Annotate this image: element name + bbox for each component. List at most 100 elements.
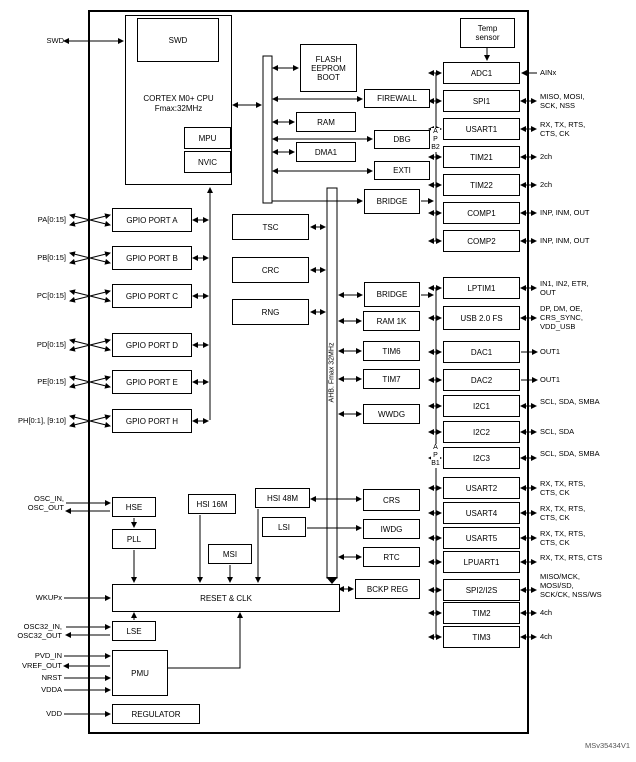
pin-i2c2: SCL, SDA bbox=[540, 427, 575, 436]
pin-vdda: VDDA bbox=[41, 685, 62, 694]
apb2-connections bbox=[421, 70, 537, 244]
mpu-block: MPU bbox=[184, 127, 231, 149]
tsc-block: TSC bbox=[232, 214, 309, 240]
pin-port-d: PD[0:15] bbox=[36, 340, 66, 349]
usart4-block: USART4 bbox=[443, 502, 520, 524]
lsi-block: LSI bbox=[262, 517, 306, 537]
pin-port-b: PB[0:15] bbox=[37, 253, 66, 262]
pin-spi2-i2s: MISO/MCK, MOSI/SD, SCK/CK, NSS/WS bbox=[540, 572, 602, 599]
wwdg-block: WWDG bbox=[363, 404, 420, 424]
reset-clk-block: RESET & CLK bbox=[112, 584, 340, 612]
pin-usart5: RX, TX, RTS, CTS, CK bbox=[540, 529, 586, 547]
apb1-bus-label: APB1 bbox=[431, 444, 440, 468]
ahb-connections bbox=[310, 224, 363, 592]
tim7-block: TIM7 bbox=[363, 369, 420, 389]
pin-lpuart1: RX, TX, RTS, CTS bbox=[540, 553, 603, 562]
gpio-port-e-block: GPIO PORT E bbox=[112, 370, 192, 394]
chip-boundary bbox=[88, 10, 529, 734]
pin-adc1: AINx bbox=[540, 68, 557, 77]
pin-dac2: OUT1 bbox=[540, 375, 561, 384]
gpio-port-c-block: GPIO PORT C bbox=[112, 284, 192, 308]
cpu-title-text: CORTEX M0+ CPU bbox=[143, 94, 214, 103]
tim3-block: TIM3 bbox=[443, 626, 520, 648]
exti-block: EXTI bbox=[374, 161, 430, 180]
crs-block: CRS bbox=[363, 489, 420, 511]
clock-power-connections bbox=[63, 496, 362, 717]
regulator-block: REGULATOR bbox=[112, 704, 200, 724]
core-connections bbox=[63, 38, 490, 204]
ram-block: RAM bbox=[296, 112, 356, 132]
pin-dac1: OUT1 bbox=[540, 347, 561, 356]
tim6-block: TIM6 bbox=[363, 341, 420, 361]
hse-block: HSE bbox=[112, 497, 156, 517]
pll-block: PLL bbox=[112, 529, 156, 549]
cpu-label: CORTEX M0+ CPU Fmax:32MHz bbox=[127, 94, 230, 114]
usb-block: USB 2.0 FS bbox=[443, 306, 520, 330]
usart1-block: USART1 bbox=[443, 118, 520, 140]
i2c1-block: I2C1 bbox=[443, 395, 520, 417]
cpu-fmax-text: Fmax:32MHz bbox=[154, 104, 203, 113]
pin-usb: DP, DM, OE, CRS_SYNC, VDD_USB bbox=[540, 304, 583, 331]
dac1-block: DAC1 bbox=[443, 341, 520, 363]
figure-reference: MSv35434V1 bbox=[584, 741, 630, 750]
spi1-block: SPI1 bbox=[443, 90, 520, 112]
pin-osc: OSC_IN, OSC_OUT bbox=[27, 494, 64, 512]
dma1-block: DMA1 bbox=[296, 142, 356, 162]
pin-port-h: PH[0:1], [9:10] bbox=[18, 416, 66, 425]
hsi48-block: HSI 48M bbox=[255, 488, 310, 508]
pin-usart1: RX, TX, RTS, CTS, CK bbox=[540, 120, 586, 138]
pin-tim2: 4ch bbox=[540, 608, 553, 617]
pin-osc32: OSC32_IN, OSC32_OUT bbox=[17, 622, 62, 640]
pin-pvd: PVD_IN bbox=[34, 651, 62, 660]
temp-sensor-block: Temp sensor bbox=[460, 18, 515, 48]
hsi16-block: HSI 16M bbox=[188, 494, 236, 514]
rng-block: RNG bbox=[232, 299, 309, 325]
tim2-block: TIM2 bbox=[443, 602, 520, 624]
gpio-port-h-block: GPIO PORT H bbox=[112, 409, 192, 433]
pin-i2c1: SCL, SDA, SMBA bbox=[540, 397, 600, 406]
pin-lptim1: IN1, IN2, ETR, OUT bbox=[540, 279, 589, 297]
flash-block: FLASH EEPROM BOOT bbox=[300, 44, 357, 92]
dbg-block: DBG bbox=[374, 130, 430, 149]
pin-wkup: WKUPx bbox=[35, 593, 62, 602]
pmu-block: PMU bbox=[112, 650, 168, 696]
pin-tim22: 2ch bbox=[540, 180, 553, 189]
bckp-reg-block: BCKP REG bbox=[355, 579, 420, 599]
adc1-block: ADC1 bbox=[443, 62, 520, 84]
pin-nrst: NRST bbox=[41, 673, 62, 682]
apb1-connections bbox=[421, 285, 538, 640]
pin-tim21: 2ch bbox=[540, 152, 553, 161]
usart5-block: USART5 bbox=[443, 527, 520, 549]
nvic-block: NVIC bbox=[184, 151, 231, 173]
spi2-i2s-block: SPI2/I2S bbox=[443, 579, 520, 601]
swd-port-block: SWD bbox=[137, 18, 219, 62]
pin-spi1: MISO, MOSI, SCK, NSS bbox=[540, 92, 585, 110]
gpio-port-d-block: GPIO PORT D bbox=[112, 333, 192, 357]
gpio-port-b-block: GPIO PORT B bbox=[112, 246, 192, 270]
tim22-block: TIM22 bbox=[443, 174, 520, 196]
pin-port-a: PA[0:15] bbox=[37, 215, 66, 224]
gpio-port-a-block: GPIO PORT A bbox=[112, 208, 192, 232]
comp2-block: COMP2 bbox=[443, 230, 520, 252]
ahb-bus-label: AHB. Fmax 32MHz bbox=[328, 342, 336, 403]
rtc-block: RTC bbox=[363, 547, 420, 567]
pin-usart2: RX, TX, RTS, CTS, CK bbox=[540, 479, 586, 497]
pin-comp2: INP, INM, OUT bbox=[540, 236, 590, 245]
pin-port-e: PE[0:15] bbox=[37, 377, 66, 386]
crc-block: CRC bbox=[232, 257, 309, 283]
lptim1-block: LPTIM1 bbox=[443, 277, 520, 299]
usart2-block: USART2 bbox=[443, 477, 520, 499]
pin-usart4: RX, TX, RTS, CTS, CK bbox=[540, 504, 586, 522]
comp1-block: COMP1 bbox=[443, 202, 520, 224]
pin-vdd: VDD bbox=[46, 709, 62, 718]
firewall-block: FIREWALL bbox=[364, 89, 430, 108]
bridge-apb1-block: BRIDGE bbox=[364, 282, 420, 307]
tim21-block: TIM21 bbox=[443, 146, 520, 168]
msi-block: MSI bbox=[208, 544, 252, 564]
iwdg-block: IWDG bbox=[363, 519, 420, 539]
lpuart1-block: LPUART1 bbox=[443, 551, 520, 573]
pin-swd: SWD bbox=[46, 36, 65, 45]
ram1k-block: RAM 1K bbox=[363, 311, 420, 331]
